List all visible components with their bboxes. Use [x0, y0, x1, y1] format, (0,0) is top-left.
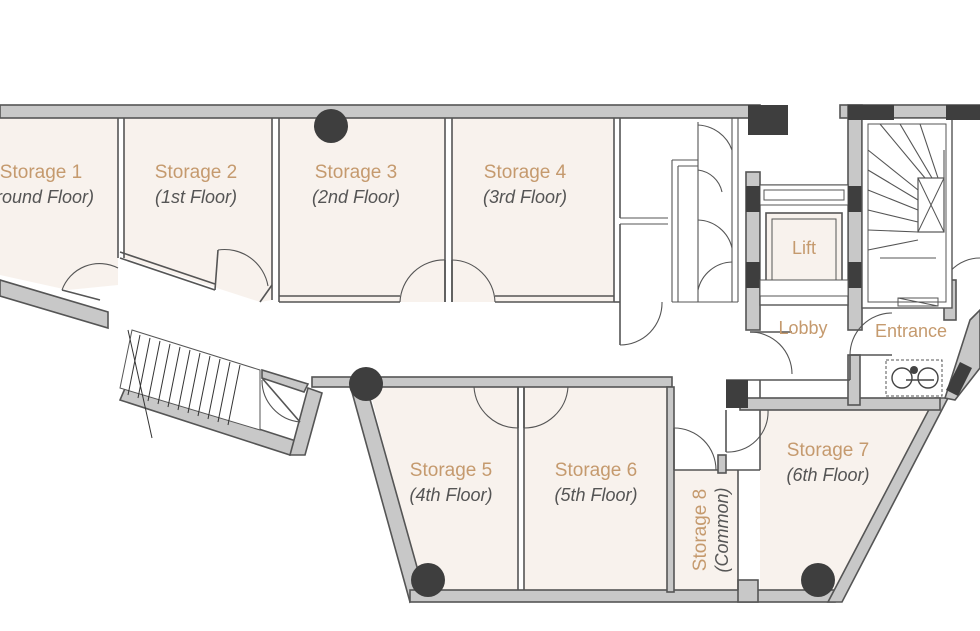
storage-6-name: Storage 6	[555, 460, 637, 481]
storage-8-floor: (Common)	[712, 487, 732, 572]
floor-storage-8	[674, 470, 738, 590]
wall-top	[0, 104, 761, 119]
room-floors	[0, 118, 932, 592]
lobby-label: Lobby	[778, 318, 827, 338]
column	[411, 563, 445, 597]
stair-core-icon	[861, 117, 953, 309]
storage-1-floor: (Ground Floor)	[0, 187, 94, 207]
wall-storage8-base	[737, 579, 759, 603]
wheelchair-icon	[885, 359, 943, 397]
columns	[314, 105, 980, 597]
column	[946, 362, 972, 396]
column	[726, 380, 748, 408]
wall-storage8-left	[666, 386, 675, 593]
wall-storage7-left	[717, 454, 727, 474]
storage-4-floor: (3rd Floor)	[483, 187, 567, 207]
storage-5-floor: (4th Floor)	[409, 485, 492, 505]
storage-3-floor: (2nd Floor)	[312, 187, 400, 207]
column	[349, 367, 383, 401]
wall-stair-upper	[261, 368, 310, 393]
column	[946, 105, 980, 120]
wall-stair-right	[288, 386, 323, 456]
doors	[61, 124, 980, 471]
storage-2-floor: (1st Floor)	[155, 187, 237, 207]
lift-label: Lift	[792, 238, 816, 258]
wall-left-slant	[0, 279, 109, 330]
floor-storage-3	[279, 118, 445, 302]
floor-storage-4	[452, 118, 614, 302]
wall-bottom	[409, 589, 836, 603]
storage-3-name: Storage 3	[315, 162, 397, 183]
room-labels: Storage 1 (Ground Floor) Storage 2 (1st …	[0, 162, 947, 573]
wall-lift-right	[847, 104, 863, 331]
column	[848, 105, 894, 120]
column	[748, 105, 788, 135]
floor-storage-5	[369, 387, 518, 590]
wall-storage7-top	[739, 397, 941, 411]
floor-storage-6	[524, 387, 667, 590]
column	[314, 109, 348, 143]
staircase-icon	[119, 329, 261, 439]
storage-7-name: Storage 7	[787, 440, 869, 461]
wall-right-slant	[826, 397, 950, 603]
storage-2-name: Storage 2	[155, 162, 237, 183]
storage-5-name: Storage 5	[410, 460, 492, 481]
storage-6-floor: (5th Floor)	[554, 485, 637, 505]
floor-storage-7	[760, 410, 932, 592]
storage-7-floor: (6th Floor)	[786, 465, 869, 485]
entrance-label: Entrance	[875, 321, 947, 341]
partitions	[117, 118, 851, 590]
lift-icon	[746, 184, 862, 306]
wall-mid-top	[311, 376, 673, 388]
floor-storage-1	[0, 118, 118, 290]
storage-1-name: Storage 1	[0, 162, 82, 183]
column	[801, 563, 835, 597]
floor-storage-2	[124, 118, 272, 302]
storage-8-name: Storage 8	[690, 489, 711, 571]
storage-4-name: Storage 4	[484, 162, 567, 183]
